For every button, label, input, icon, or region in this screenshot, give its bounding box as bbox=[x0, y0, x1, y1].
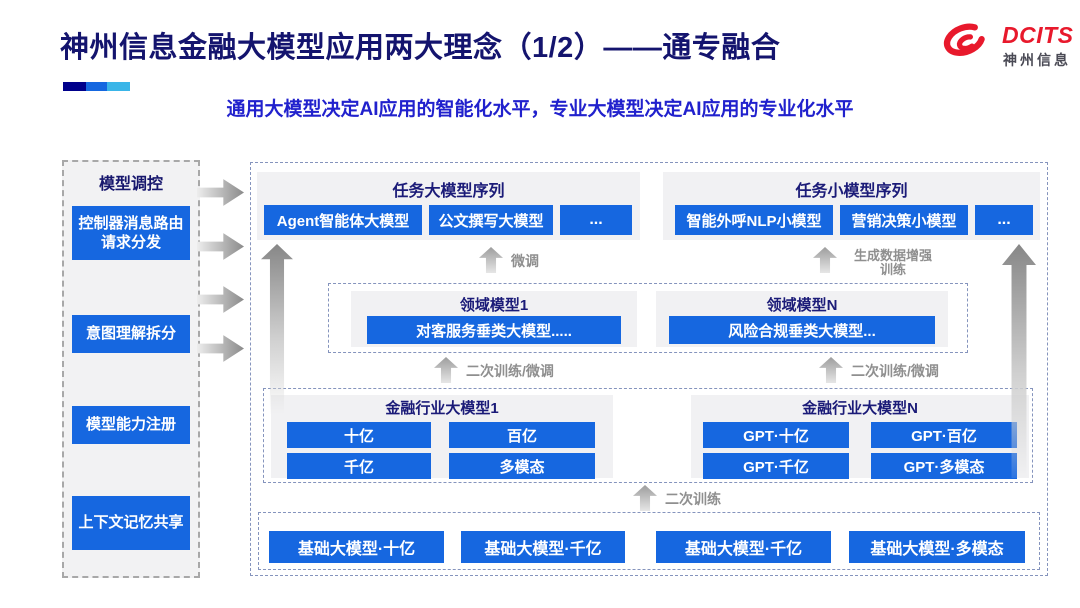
panel-title: 金融行业大模型N bbox=[802, 400, 918, 417]
sidebar-item-context-memory: 上下文记忆共享 bbox=[72, 496, 190, 550]
model-box-risk-compliance: 风险合规垂类大模型... bbox=[669, 316, 935, 344]
gen-data-line1: 生成数据增强 bbox=[853, 248, 932, 263]
model-box-100b: 千亿 bbox=[287, 453, 431, 479]
domain-model-1-panel: 领域模型1 对客服务垂类大模型..... bbox=[351, 291, 637, 347]
model-box-gpt-multimodal: GPT·多模态 bbox=[871, 453, 1017, 479]
sidebar-item-capability-register: 模型能力注册 bbox=[72, 406, 190, 444]
retrain-label: 二次训练 bbox=[665, 491, 721, 507]
retrain-finetune-label: 二次训练/微调 bbox=[851, 363, 939, 379]
base-models-container: 基础大模型·十亿 基础大模型·千亿 基础大模型·千亿 基础大模型·多模态 bbox=[258, 512, 1040, 570]
model-box-base-1b: 基础大模型·十亿 bbox=[269, 531, 444, 563]
model-box-agent: Agent智能体大模型 bbox=[264, 205, 422, 235]
model-box-ellipsis: ... bbox=[560, 205, 632, 235]
industry-model-1-panel: 金融行业大模型1 十亿 百亿 千亿 多模态 bbox=[271, 395, 613, 479]
panel-title: 金融行业大模型1 bbox=[385, 400, 499, 417]
accent-bar-blue bbox=[86, 82, 107, 91]
model-box-base-100b-a: 基础大模型·千亿 bbox=[461, 531, 625, 563]
sidebar-item-controller-routing: 控制器消息路由请求分发 bbox=[72, 206, 190, 260]
panel-title: 任务小模型序列 bbox=[795, 183, 908, 200]
gen-data-label: 生成数据增强 训练 bbox=[845, 249, 941, 277]
industry-models-container: 金融行业大模型1 十亿 百亿 千亿 多模态 金融行业大模型N GPT·十亿 GP… bbox=[263, 388, 1033, 483]
sidebar-title: 模型调控 bbox=[98, 176, 163, 193]
right-arrow-icon bbox=[197, 286, 244, 313]
model-box-1b: 十亿 bbox=[287, 422, 431, 448]
right-arrow-icon bbox=[197, 335, 244, 362]
domain-model-n-panel: 领域模型N 风险合规垂类大模型... bbox=[656, 291, 948, 347]
dcits-swirl-icon bbox=[938, 18, 996, 75]
logo-brand-cn: 神州信息 bbox=[1003, 52, 1071, 68]
accent-bar-navy bbox=[63, 82, 86, 91]
model-box-customer-service: 对客服务垂类大模型..... bbox=[367, 316, 621, 344]
right-arrow-icon bbox=[197, 233, 244, 260]
model-box-multimodal: 多模态 bbox=[449, 453, 595, 479]
page-title: 神州信息金融大模型应用两大理念（1/2）——通专融合 bbox=[60, 32, 781, 64]
model-control-panel: 模型调控 控制器消息路由请求分发 意图理解拆分 模型能力注册 上下文记忆共享 bbox=[62, 160, 200, 578]
gen-data-line2: 训练 bbox=[879, 262, 906, 277]
title-accent-bar bbox=[63, 82, 130, 91]
fine-tune-label: 微调 bbox=[511, 253, 539, 269]
page-subtitle: 通用大模型决定AI应用的智能化水平，专业大模型决定AI应用的专业化水平 bbox=[226, 99, 854, 120]
model-box-base-multimodal: 基础大模型·多模态 bbox=[849, 531, 1025, 563]
domain-models-container: 领域模型1 对客服务垂类大模型..... 领域模型N 风险合规垂类大模型... bbox=[328, 283, 968, 353]
panel-title: 领域模型N bbox=[766, 297, 838, 314]
model-box-ellipsis: ... bbox=[975, 205, 1033, 235]
task-small-model-series-panel: 任务小模型序列 智能外呼NLP小模型 营销决策小模型 ... bbox=[663, 172, 1040, 240]
model-box-marketing: 营销决策小模型 bbox=[840, 205, 968, 235]
model-box-10b: 百亿 bbox=[449, 422, 595, 448]
panel-title: 任务大模型序列 bbox=[392, 183, 505, 200]
right-arrow-icon bbox=[197, 179, 244, 206]
model-box-gpt-100b: GPT·千亿 bbox=[703, 453, 849, 479]
dcits-logo: DCITS 神州信息 bbox=[938, 16, 1078, 78]
sidebar-item-intent-split: 意图理解拆分 bbox=[72, 315, 190, 353]
panel-title: 领域模型1 bbox=[459, 297, 529, 314]
retrain-finetune-label: 二次训练/微调 bbox=[466, 363, 554, 379]
model-box-document: 公文撰写大模型 bbox=[429, 205, 553, 235]
model-box-outbound-nlp: 智能外呼NLP小模型 bbox=[675, 205, 833, 235]
accent-bar-cyan bbox=[107, 82, 130, 91]
model-box-base-100b-b: 基础大模型·千亿 bbox=[656, 531, 831, 563]
model-box-gpt-1b: GPT·十亿 bbox=[703, 422, 849, 448]
logo-brand-text: DCITS bbox=[1002, 22, 1074, 48]
model-box-gpt-10b: GPT·百亿 bbox=[871, 422, 1017, 448]
industry-model-n-panel: 金融行业大模型N GPT·十亿 GPT·百亿 GPT·千亿 GPT·多模态 bbox=[691, 395, 1029, 479]
task-large-model-series-panel: 任务大模型序列 Agent智能体大模型 公文撰写大模型 ... bbox=[257, 172, 640, 240]
